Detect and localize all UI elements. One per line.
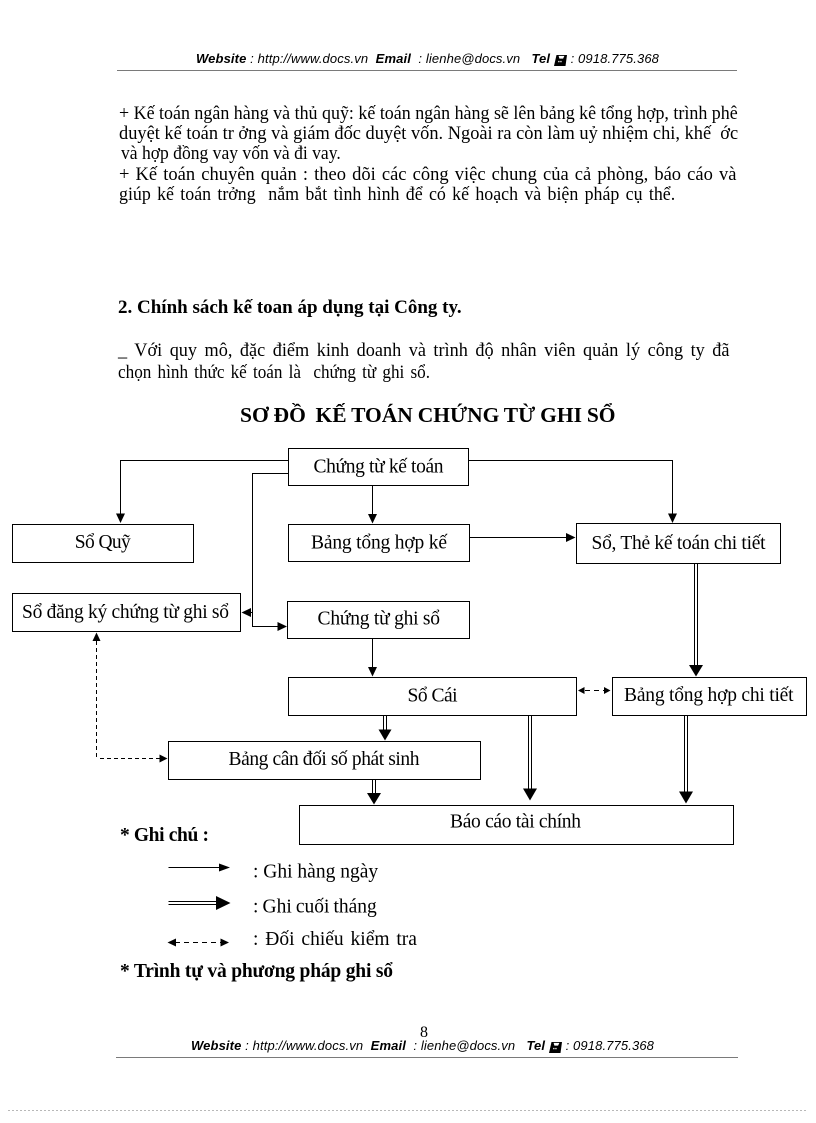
svg-text:Chứng từ ghi sổ: Chứng từ ghi sổ [318,609,441,630]
svg-text:Báo cáo tài chính: Báo cáo tài chính [450,812,581,833]
svg-text:Sổ, Thẻ kế toán chi tiết: Sổ, Thẻ kế toán chi tiết [592,533,767,554]
svg-text:Bảng tổng hợp kế: Bảng tổng hợp kế [311,533,448,554]
svg-text:: Ghi cuối tháng: : Ghi cuối tháng [253,897,377,918]
svg-text:Bảng tổng hợp chi tiết: Bảng tổng hợp chi tiết [624,685,794,706]
svg-text:Chứng từ kế toán: Chứng từ kế toán [314,457,444,478]
svg-text:* Ghi chú :: * Ghi chú : [120,825,209,846]
svg-text:: Đối chiếu kiểm tra: : Đối chiếu kiểm tra [253,929,417,950]
svg-text:Sổ đăng ký chứng từ ghi sổ: Sổ đăng ký chứng từ ghi sổ [22,602,229,623]
svg-text:: Ghi hàng ngày: : Ghi hàng ngày [253,862,378,883]
svg-text:Sổ Quỹ: Sổ Quỹ [75,532,131,553]
svg-text:* Trình tự và phương pháp ghi: * Trình tự và phương pháp ghi sổ [120,961,393,982]
svg-text:Sổ Cái: Sổ Cái [408,686,459,707]
svg-text:Bảng cân đối số phát sinh: Bảng cân đối số phát sinh [229,749,420,770]
